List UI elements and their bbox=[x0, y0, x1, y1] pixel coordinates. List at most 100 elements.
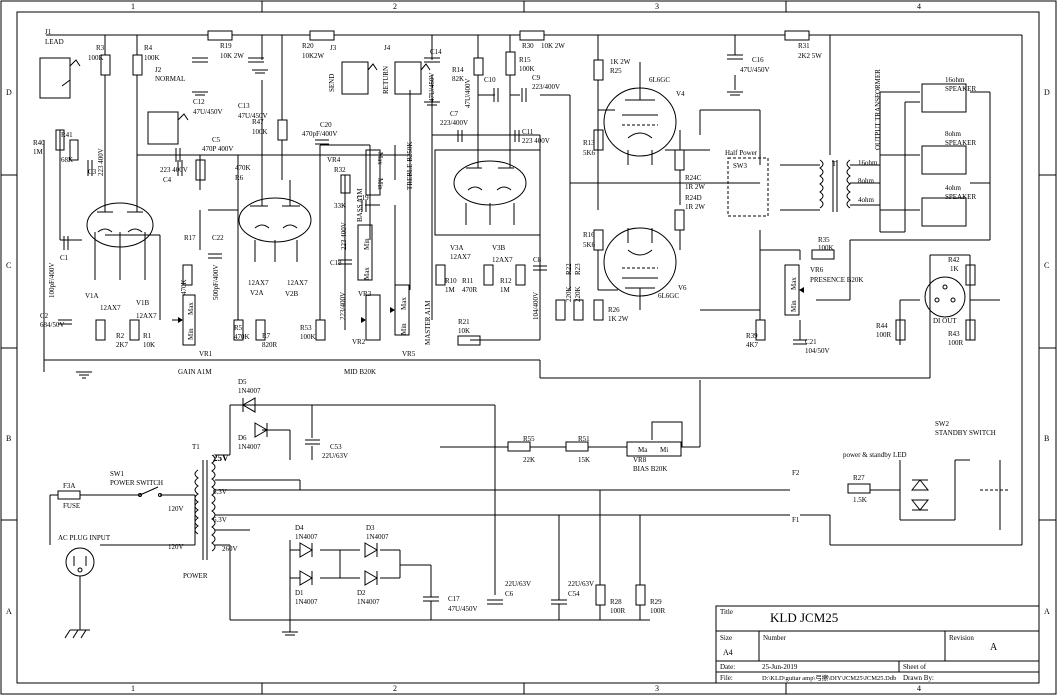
di-out-connector bbox=[924, 276, 966, 318]
label-output-transformer: OUTPUT TRANSFORMER bbox=[874, 69, 882, 150]
label-r31: R31 bbox=[798, 42, 810, 50]
label-j1: J1 bbox=[45, 28, 52, 36]
label-led: power & standby LED bbox=[843, 451, 907, 459]
label-c3: C3 bbox=[88, 168, 97, 176]
label-half-power: Half Power bbox=[725, 149, 758, 157]
sheet-size: A4 bbox=[723, 648, 733, 657]
label-speaker-8ohm: 8ohm bbox=[945, 130, 962, 138]
label-c54-value: 22U/63V bbox=[568, 580, 594, 588]
label-c12-value: 47U/450V bbox=[193, 108, 223, 116]
date-value: 25-Jun-2019 bbox=[762, 663, 798, 671]
col-label-4-bottom: 4 bbox=[917, 684, 921, 693]
label-c20: C20 bbox=[320, 121, 332, 129]
row-label-a: A bbox=[6, 607, 12, 616]
label-r43-value: 100R bbox=[948, 339, 964, 347]
label-r11: R11 bbox=[462, 277, 474, 285]
col-label-1: 1 bbox=[131, 2, 135, 11]
label-c2-value: 684/50V bbox=[40, 321, 65, 329]
label-vr2: VR2 bbox=[352, 338, 366, 346]
label-c17: C17 bbox=[448, 595, 460, 603]
label-c18-value: 223/400V bbox=[339, 292, 347, 320]
label-c6-value: 22U/63V bbox=[505, 580, 531, 588]
col-label-3-bottom: 3 bbox=[655, 684, 659, 693]
label-r17-value: 470K bbox=[180, 279, 188, 295]
label-f2: F2 bbox=[792, 469, 800, 477]
label-d5-value: 1N4007 bbox=[238, 387, 261, 395]
label-r11-value: 470R bbox=[462, 286, 478, 294]
label-r19: R19 bbox=[220, 42, 232, 50]
power-transformer bbox=[194, 454, 216, 560]
label-r14-value: 82K bbox=[452, 75, 464, 83]
label-gain-min: Min bbox=[187, 328, 195, 340]
label-bias: BIAS B20K bbox=[633, 465, 667, 473]
label-v3a: V3A bbox=[450, 244, 464, 252]
label-c53: C53 bbox=[330, 443, 342, 451]
label-d4: D4 bbox=[295, 524, 304, 532]
label-120v-b: 120V bbox=[168, 543, 184, 551]
col-label-1-bottom: 1 bbox=[131, 684, 135, 693]
label-d4-value: 1N4007 bbox=[295, 533, 318, 541]
label-return: RETURN bbox=[382, 66, 390, 94]
tube-v2 bbox=[238, 180, 312, 262]
label-vr4-max: Max bbox=[376, 152, 384, 165]
label-c5-value: 470P 400V bbox=[202, 145, 233, 153]
row-label-b: B bbox=[6, 434, 11, 443]
label-master-max: Max bbox=[400, 297, 408, 310]
capacitor-symbols bbox=[58, 54, 807, 605]
label-c9-value: 223/400V bbox=[532, 83, 560, 91]
label-c5: C5 bbox=[212, 136, 221, 144]
label-v2-type-b: 12AX7 bbox=[287, 279, 308, 287]
label-r29-value: 100R bbox=[650, 607, 666, 615]
resistor-bodies bbox=[55, 30, 976, 606]
label-c8: C8 bbox=[533, 256, 542, 264]
label-r43: R43 bbox=[948, 330, 960, 338]
file-label: File: bbox=[720, 674, 733, 682]
label-v1a: V1A bbox=[85, 292, 99, 300]
label-f3a: F3A bbox=[63, 482, 75, 490]
tube-v4 bbox=[603, 62, 677, 165]
label-c14: C14 bbox=[430, 48, 442, 56]
label-v3-type: 12AX7 bbox=[450, 253, 471, 261]
label-c16-value: 47U/450V bbox=[740, 66, 770, 74]
label-d1-value: 1N4007 bbox=[295, 598, 318, 606]
tube-v6 bbox=[603, 227, 677, 310]
label-c1-value: 100pF/400V bbox=[48, 263, 56, 298]
label-d5: D5 bbox=[238, 378, 247, 386]
label-r10: R10 bbox=[445, 277, 457, 285]
label-c13-value: 47U/450V bbox=[238, 112, 268, 120]
label-r21: R21 bbox=[458, 318, 470, 326]
label-r23: R23 bbox=[574, 263, 582, 275]
label-r30: R30 bbox=[522, 42, 534, 50]
label-c20-value: 470pF/400V bbox=[302, 130, 337, 138]
size-label: Size bbox=[720, 634, 732, 642]
label-c18: C18 bbox=[330, 259, 342, 267]
label-vr1: VR1 bbox=[199, 350, 213, 358]
ground-symbols bbox=[43, 69, 743, 636]
label-tap-4ohm: 4ohm bbox=[858, 196, 875, 204]
label-power-switch: POWER SWITCH bbox=[110, 479, 163, 487]
col-label-2-bottom: 2 bbox=[393, 684, 397, 693]
label-r51-value: 15K bbox=[578, 456, 590, 464]
label-c10-value: 47U/400V bbox=[464, 78, 472, 108]
label-vr4-min: Min bbox=[376, 178, 384, 190]
label-send: SEND bbox=[328, 74, 336, 92]
label-r17: R17 bbox=[184, 234, 196, 242]
label-speaker-4ohm: 4ohm bbox=[945, 184, 962, 192]
label-r5: R5 bbox=[234, 324, 243, 332]
label-r16-value: 5K6 bbox=[583, 241, 596, 249]
label-r40-value: 1M bbox=[33, 148, 44, 156]
label-c8-value: 104/400V bbox=[532, 292, 540, 320]
label-r42-value: 1K bbox=[950, 265, 959, 273]
label-vr6: VR6 bbox=[810, 266, 824, 274]
label-r24c-value: 1R 2W bbox=[685, 183, 705, 191]
fuse-and-switch bbox=[57, 486, 162, 500]
label-bass-max: Max bbox=[363, 267, 371, 280]
label-r53: R53 bbox=[300, 324, 312, 332]
label-r26-value: 1K 2W bbox=[608, 315, 629, 323]
label-r4: R4 bbox=[144, 44, 153, 52]
label-sw3: SW3 bbox=[733, 162, 748, 170]
label-vr5: VR5 bbox=[402, 350, 416, 358]
label-power: POWER bbox=[183, 572, 208, 580]
label-r1: R1 bbox=[143, 332, 152, 340]
label-r44: R44 bbox=[876, 322, 888, 330]
